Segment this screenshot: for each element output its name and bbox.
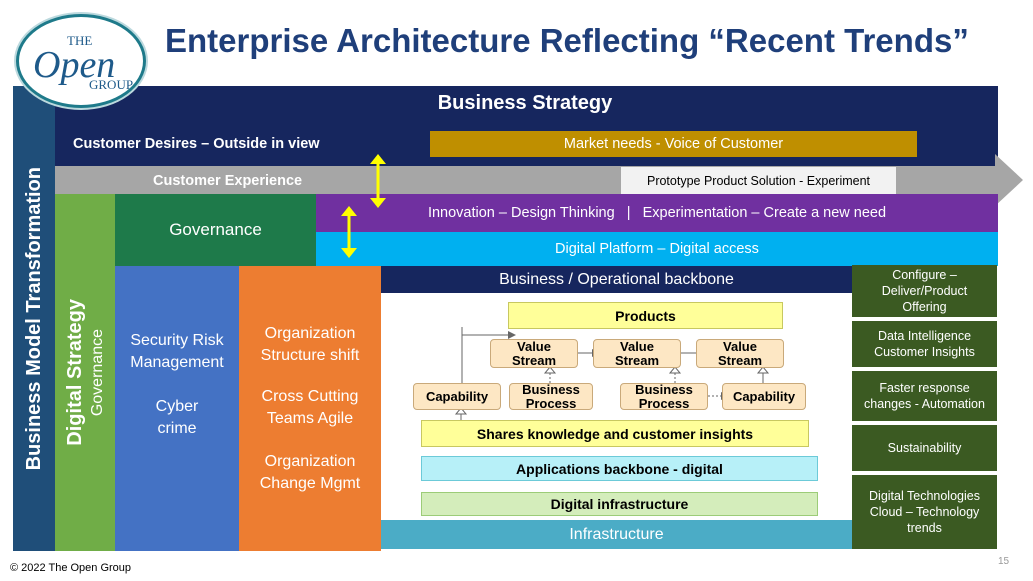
organization-change-label: Organization Change Mgmt: [259, 453, 361, 492]
logo-open: Open: [33, 44, 116, 86]
logo-group: GROUP: [89, 77, 134, 92]
customer-experience-label: Customer Experience: [153, 173, 303, 189]
the-open-group-logo: THE Open GROUP: [16, 14, 146, 108]
yellow-double-arrow-icon: [370, 154, 386, 208]
customer-desires-label: Customer Desires – Outside in view: [73, 136, 320, 152]
yellow-double-arrow-icon: [341, 206, 357, 258]
governance-top-box: Governance: [115, 194, 316, 266]
organization-structure-label: Organization Structure shift: [260, 325, 360, 364]
operational-backbone-box: Business / Operational backbone: [381, 266, 852, 293]
right-tile: Configure – Deliver/Product Offering: [852, 265, 997, 317]
shares-knowledge-box: Shares knowledge and customer insights: [421, 420, 809, 447]
page-title: Enterprise Architecture Reflecting “Rece…: [165, 22, 969, 59]
right-tile: Data Intelligence Customer Insights: [852, 321, 997, 367]
prototype-box: Prototype Product Solution - Experiment: [621, 167, 896, 194]
digital-strategy-label: Digital Strategy: [63, 299, 86, 446]
capability-box: Capability: [413, 383, 501, 410]
business-model-transformation-bar: Business Model Transformation: [13, 86, 55, 551]
right-tile: Faster response changes - Automation: [852, 371, 997, 421]
cyber-crime-label: Cyber crime: [155, 398, 199, 437]
business-model-transformation-label: Business Model Transformation: [22, 166, 45, 471]
value-stream-box: Value Stream: [593, 339, 681, 368]
right-tile: Digital Technologies Cloud – Technology …: [852, 475, 997, 549]
value-stream-box: Value Stream: [696, 339, 784, 368]
cross-cutting-teams-label: Cross Cutting Teams Agile: [261, 388, 359, 427]
organization-column: Organization Structure shift Cross Cutti…: [239, 266, 381, 551]
innovation-box: Innovation – Design Thinking | Experimen…: [316, 194, 998, 232]
copyright: © 2022 The Open Group: [10, 562, 132, 574]
logo-the: THE: [67, 33, 93, 48]
digital-infrastructure-box: Digital infrastructure: [421, 492, 818, 516]
market-needs-box: Market needs - Voice of Customer: [430, 131, 917, 157]
business-strategy-label: Business Strategy: [437, 91, 613, 114]
products-box: Products: [508, 302, 783, 329]
right-tile: Sustainability: [852, 425, 997, 471]
digital-platform-box: Digital Platform – Digital access: [316, 232, 998, 266]
security-column: Security Risk Management Cyber crime: [115, 266, 239, 551]
infrastructure-box: Infrastructure: [381, 520, 852, 549]
business-process-box: Business Process: [620, 382, 708, 410]
applications-backbone-box: Applications backbone - digital: [421, 456, 818, 481]
business-process-box: Business Process: [509, 382, 593, 410]
governance-side-label: Governance: [88, 328, 106, 417]
value-stream-box: Value Stream: [490, 339, 578, 368]
capability-box: Capability: [722, 383, 806, 410]
page-number: 15: [998, 556, 1010, 567]
digital-strategy-bar: Digital Strategy Governance: [55, 194, 115, 551]
security-risk-label: Security Risk Management: [130, 332, 224, 371]
